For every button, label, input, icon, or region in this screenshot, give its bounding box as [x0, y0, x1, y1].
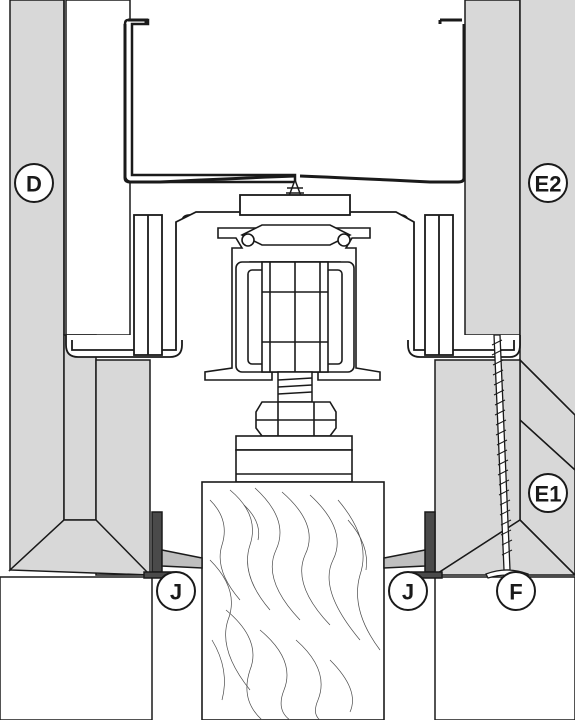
top-c-channel: [123, 18, 466, 184]
wooden-door-panel: [201, 481, 385, 720]
door-top-plate: [235, 435, 353, 483]
callout-j-right: J: [388, 571, 428, 611]
roller-carriage-icon: [235, 261, 355, 373]
hex-nut-icon: [255, 401, 337, 437]
right-floor-guide: [383, 511, 443, 579]
callout-j-left: J: [156, 571, 196, 611]
long-screw-icon: [485, 334, 529, 579]
callout-e1-label: E1: [535, 482, 562, 507]
threaded-stem: [277, 371, 313, 403]
callout-j-right-label: J: [402, 580, 414, 605]
callout-e2: E2: [528, 163, 568, 203]
callout-f: F: [496, 571, 536, 611]
left-floor-guide: [143, 511, 203, 579]
callout-d: D: [14, 163, 54, 203]
lower-jambs: [0, 576, 575, 720]
callout-j-left-label: J: [170, 580, 182, 605]
callout-f-label: F: [509, 580, 522, 605]
callout-e2-label: E2: [535, 172, 562, 197]
callout-d-label: D: [26, 172, 42, 197]
left-frame-panel: [8, 0, 152, 576]
callout-e1: E1: [528, 473, 568, 513]
